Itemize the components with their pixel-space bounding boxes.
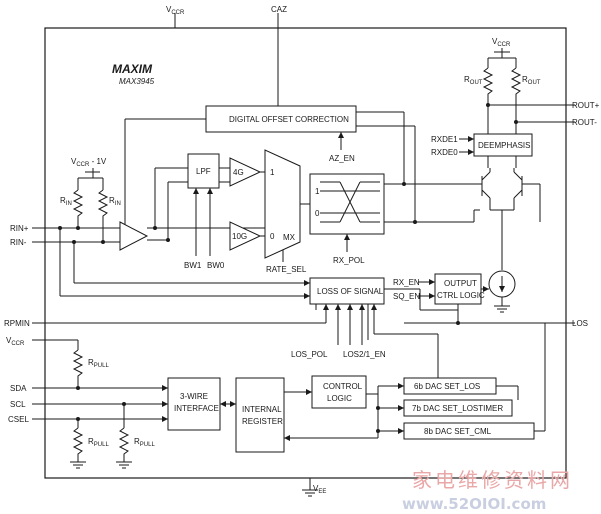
rout-right-resistor	[510, 67, 522, 122]
digital-offset-label: DIGITAL OFFSET CORRECTION	[229, 115, 349, 124]
internal-register-line1: INTERNAL	[242, 405, 282, 414]
vccr-top-pin: VCCR	[166, 5, 185, 16]
rpull1-label: RPULL	[88, 358, 109, 369]
rpull3-resistor	[118, 427, 130, 462]
dac-lostimer-label: 7b DAC SET_LOSTIMER	[412, 404, 503, 413]
los-label: LOSS OF SIGNAL	[317, 287, 384, 296]
mux-in1: 1	[270, 168, 275, 177]
csel-pin: CSEL	[8, 415, 29, 424]
scl-pin: SCL	[10, 400, 26, 409]
polarity-block	[309, 173, 385, 235]
rin-left-label: RIN	[60, 196, 72, 207]
control-logic-line2: LOGIC	[327, 394, 352, 403]
deemphasis-block	[473, 133, 533, 157]
rpmin-pin: RPMIN	[4, 319, 30, 328]
los-pin: LOS	[572, 319, 588, 328]
three-wire-interface-block	[167, 377, 221, 431]
rout-plus-pin: ROUT+	[572, 101, 600, 110]
los-pol-label: LOS_POL	[291, 350, 328, 359]
loss-of-signal-block	[309, 277, 385, 305]
sq-en-label: SQ_EN	[393, 292, 420, 301]
vcc-out-label: VCCR	[492, 37, 511, 48]
rxde1-label: RXDE1	[431, 135, 458, 144]
amp-10g-label: 10G	[232, 232, 247, 241]
internal-register-block	[235, 377, 285, 453]
rpull2-label: RPULL	[88, 437, 109, 448]
rout-left-label: ROUT	[464, 75, 483, 86]
bw1-label: BW1	[184, 261, 202, 270]
lpf-label: LPF	[196, 167, 211, 176]
sda-pin: SDA	[10, 384, 27, 393]
bw0-label: BW0	[207, 261, 225, 270]
digital-offset-block	[205, 105, 357, 133]
output-ctrl-line2: CTRL LOGIC	[437, 291, 485, 300]
vcc-1v-label: VCCR - 1V	[71, 157, 107, 168]
output-ctrl-line1: OUTPUT	[444, 279, 477, 288]
watermark-url: www.52OIOI.com	[402, 495, 546, 513]
az-en-label: AZ_EN	[329, 154, 355, 163]
mux-label: MX	[283, 233, 296, 242]
rpull1-resistor	[72, 349, 84, 388]
three-wire-line2: INTERFACE	[174, 404, 219, 413]
pol-in1: 1	[315, 187, 320, 196]
rout-right-label: ROUT	[522, 75, 541, 86]
rin-left-resistor	[72, 189, 84, 228]
control-logic-block	[311, 375, 367, 409]
rate-mux	[264, 149, 301, 259]
rxde0-label: RXDE0	[431, 148, 458, 157]
rate-sel-label: RATE_SEL	[266, 265, 307, 274]
dac-cml-label: 8b DAC SET_CML	[424, 427, 492, 436]
watermark-chinese: 家电维修资料网	[412, 468, 573, 492]
rout-minus-pin: ROUT-	[572, 118, 597, 127]
amp-4g-label: 4G	[233, 168, 244, 177]
pol-in0: 0	[315, 209, 320, 218]
rin-right-resistor	[97, 189, 109, 242]
chip-outline	[44, 27, 567, 479]
rout-left-resistor	[482, 67, 494, 105]
dac-los-label: 6b DAC SET_LOS	[414, 382, 480, 391]
internal-register-line2: REGISTER	[242, 417, 283, 426]
rx-en-label: RX_EN	[393, 278, 420, 287]
vccr-left-pin: VCCR	[6, 336, 25, 347]
maxim-logo: MAXIM	[112, 62, 153, 76]
part-number: MAX3945	[119, 77, 155, 86]
rpull3-label: RPULL	[134, 437, 155, 448]
rin-minus-pin: RIN-	[10, 238, 27, 247]
lpf-block	[187, 153, 220, 189]
mux-in0: 0	[270, 232, 275, 241]
rin-right-label: RIN	[109, 196, 121, 207]
amp-10g	[229, 221, 262, 251]
control-logic-line1: CONTROL	[323, 382, 363, 391]
deemphasis-label: DEEMPHASIS	[478, 141, 530, 150]
amp-4g	[229, 157, 262, 187]
rpull2-resistor	[72, 427, 84, 462]
rin-plus-pin: RIN+	[10, 224, 29, 233]
input-amplifier	[119, 221, 149, 251]
rx-pol-label: RX_POL	[333, 256, 365, 265]
vee-pin: VEE	[313, 484, 326, 495]
three-wire-line1: 3-WIRE	[180, 392, 208, 401]
caz-pin: CAZ	[271, 5, 287, 14]
los2-1-en-label: LOS2/1_EN	[343, 350, 386, 359]
